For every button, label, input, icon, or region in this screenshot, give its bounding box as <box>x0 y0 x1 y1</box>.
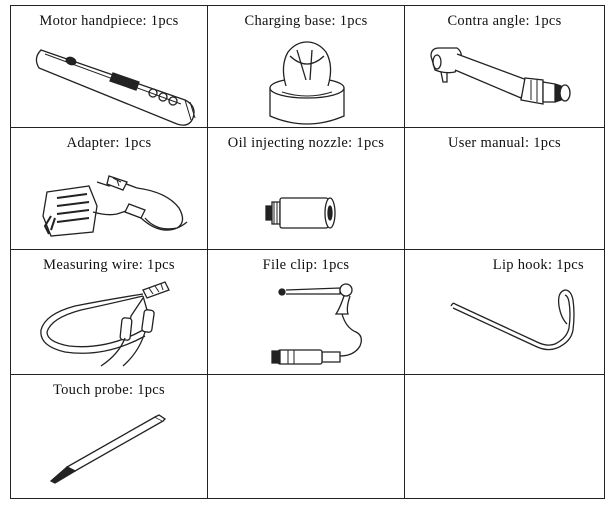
cell-empty <box>207 374 405 499</box>
measuring-wire-icon <box>35 280 197 372</box>
packing-list-table: Motor handpiece: 1pcs Charging base: 1pc… <box>10 5 605 499</box>
cell-empty <box>404 374 605 499</box>
cell-charging-base: Charging base: 1pcs <box>207 5 405 128</box>
oil-nozzle-icon <box>264 194 346 234</box>
motor-handpiece-icon <box>35 38 205 130</box>
cell-lip-hook: Lip hook: 1pcs <box>404 249 605 375</box>
item-label: Oil injecting nozzle: 1pcs <box>227 135 385 151</box>
cell-user-manual: User manual: 1pcs <box>404 127 605 250</box>
cell-oil-injecting-nozzle: Oil injecting nozzle: 1pcs <box>207 127 405 250</box>
item-label: Contra angle: 1pcs <box>447 13 562 29</box>
cell-adapter: Adapter: 1pcs <box>10 127 208 250</box>
item-label: Measuring wire: 1pcs <box>43 257 175 273</box>
cell-touch-probe: Touch probe: 1pcs <box>10 374 208 499</box>
item-label: Adapter: 1pcs <box>66 135 152 151</box>
item-label: Charging base: 1pcs <box>244 13 368 29</box>
item-label: File clip: 1pcs <box>262 257 350 273</box>
item-label: Lip hook: 1pcs <box>492 257 584 273</box>
cell-contra-angle: Contra angle: 1pcs <box>404 5 605 128</box>
cell-motor-handpiece: Motor handpiece: 1pcs <box>10 5 208 130</box>
lip-hook-icon <box>447 280 587 360</box>
item-label: Motor handpiece: 1pcs <box>39 13 179 29</box>
cell-file-clip: File clip: 1pcs <box>207 249 405 375</box>
item-label: Touch probe: 1pcs <box>52 382 165 398</box>
cell-measuring-wire: Measuring wire: 1pcs <box>10 249 208 375</box>
adapter-icon <box>37 170 199 246</box>
charging-base-icon <box>262 36 352 128</box>
contra-angle-icon <box>427 42 587 114</box>
file-clip-icon <box>260 280 380 372</box>
touch-probe-icon <box>47 411 177 489</box>
item-label: User manual: 1pcs <box>447 135 561 151</box>
